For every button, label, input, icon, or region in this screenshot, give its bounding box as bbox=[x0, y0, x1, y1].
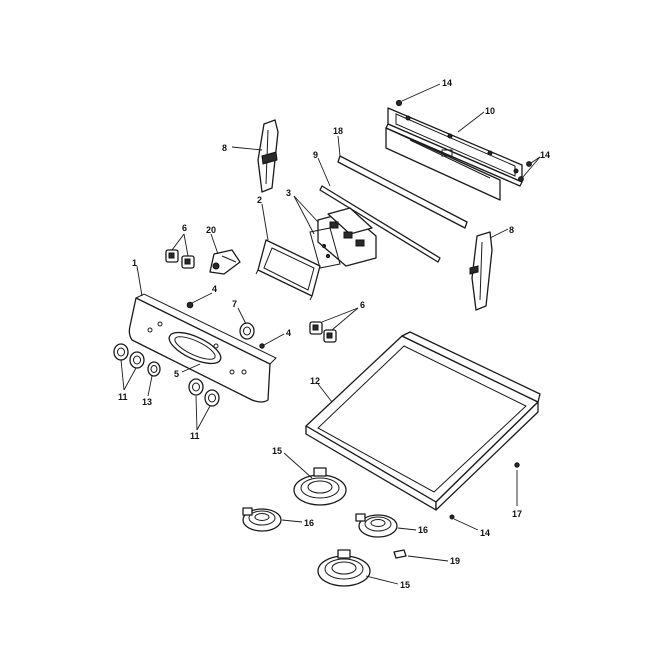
leader-14a bbox=[401, 83, 441, 102]
part-drip-bowl-small-left bbox=[242, 507, 282, 532]
callout-16a: 16 bbox=[304, 518, 314, 528]
callout-6b: 6 bbox=[360, 300, 365, 310]
callout-14b: 14 bbox=[540, 150, 550, 160]
callout-5: 5 bbox=[174, 369, 179, 379]
leader-18 bbox=[337, 135, 341, 157]
leader-11b-1 bbox=[195, 395, 198, 431]
callout-16b: 16 bbox=[418, 525, 428, 535]
part-knob-clips-right bbox=[309, 321, 337, 343]
leader-6a-2 bbox=[183, 233, 189, 257]
leader-9 bbox=[317, 157, 331, 187]
part-switch-bracket bbox=[209, 249, 241, 275]
part-knob-right-2 bbox=[204, 389, 220, 407]
callout-18: 18 bbox=[333, 126, 343, 136]
part-control-module bbox=[309, 207, 377, 269]
leader-14c bbox=[453, 518, 479, 531]
callout-1: 1 bbox=[132, 258, 137, 268]
callout-13: 13 bbox=[142, 397, 152, 407]
part-screw-small-lower bbox=[259, 343, 265, 349]
callout-15a: 15 bbox=[272, 446, 282, 456]
callout-11b: 11 bbox=[190, 431, 200, 441]
callout-12: 12 bbox=[310, 376, 320, 386]
part-cooktop bbox=[305, 331, 541, 511]
callout-4a: 4 bbox=[212, 284, 217, 294]
part-screw-bottom bbox=[449, 514, 455, 520]
part-knob-clips-left bbox=[165, 249, 195, 269]
leader-11a-2 bbox=[123, 367, 137, 391]
leader-15b bbox=[365, 575, 399, 585]
part-trim-strip-upper bbox=[337, 155, 468, 229]
leader-13 bbox=[147, 375, 153, 397]
callout-11a: 11 bbox=[118, 392, 128, 402]
callout-labels: 1 2 3 4 4 5 6 6 7 8 8 9 10 11 11 12 13 1… bbox=[118, 78, 550, 590]
part-screw-small-upper bbox=[186, 301, 194, 309]
leader-16b bbox=[397, 527, 417, 531]
callout-10: 10 bbox=[485, 106, 495, 116]
callout-14c: 14 bbox=[480, 528, 490, 538]
leader-4a bbox=[191, 292, 213, 304]
leader-16a bbox=[281, 519, 303, 523]
leader-14b-1 bbox=[530, 156, 541, 164]
leader-3a bbox=[293, 195, 319, 223]
leader-4b bbox=[263, 333, 285, 346]
leader-19 bbox=[407, 555, 449, 562]
leader-1 bbox=[136, 265, 143, 297]
leader-6a-1 bbox=[171, 233, 185, 251]
callout-6a: 6 bbox=[182, 223, 187, 233]
leader-8b bbox=[489, 228, 509, 239]
callout-8b: 8 bbox=[509, 225, 514, 235]
part-drip-bowl-large-lower bbox=[317, 549, 371, 587]
part-screw-right-lower bbox=[518, 176, 524, 182]
part-backguard-panel bbox=[385, 107, 523, 201]
leader-11b-2 bbox=[196, 405, 211, 431]
part-knob-left-1 bbox=[113, 343, 129, 361]
part-side-bracket-left bbox=[257, 119, 279, 193]
part-screw-17 bbox=[514, 462, 520, 468]
leader-12 bbox=[317, 383, 333, 403]
callout-17: 17 bbox=[512, 509, 522, 519]
callout-15b: 15 bbox=[400, 580, 410, 590]
leader-20 bbox=[210, 233, 219, 255]
callout-7: 7 bbox=[232, 299, 237, 309]
leader-6b-1 bbox=[321, 307, 359, 323]
leader-14b-2 bbox=[522, 156, 541, 178]
leader-6b-2 bbox=[331, 307, 359, 331]
part-knob-left-2 bbox=[129, 351, 145, 369]
leader-5 bbox=[181, 363, 201, 373]
leader-2 bbox=[261, 203, 269, 241]
callout-4b: 4 bbox=[286, 328, 291, 338]
part-screw-top bbox=[395, 99, 403, 107]
part-knob-13 bbox=[147, 361, 161, 377]
leader-lines bbox=[120, 83, 541, 585]
leader-7 bbox=[237, 307, 247, 325]
part-display-window bbox=[255, 239, 321, 301]
leader-15a bbox=[283, 452, 313, 479]
callout-3: 3 bbox=[286, 188, 291, 198]
callout-20: 20 bbox=[206, 225, 216, 235]
part-screw-right-upper bbox=[526, 161, 532, 167]
leader-3b bbox=[293, 195, 315, 235]
callout-8a: 8 bbox=[222, 143, 227, 153]
part-drip-bowl-large-upper bbox=[293, 467, 347, 506]
callout-14a: 14 bbox=[442, 78, 452, 88]
part-drip-bowl-small-right bbox=[355, 513, 398, 538]
part-side-bracket-right bbox=[469, 231, 493, 311]
part-control-panel bbox=[128, 293, 277, 403]
leader-10 bbox=[457, 111, 485, 133]
part-clip-19 bbox=[393, 549, 407, 559]
callout-9: 9 bbox=[313, 150, 318, 160]
part-knob-small bbox=[239, 322, 255, 340]
leader-11a-1 bbox=[120, 359, 125, 391]
part-knob-right-1 bbox=[188, 378, 204, 396]
callout-2: 2 bbox=[257, 195, 262, 205]
callout-19: 19 bbox=[450, 556, 460, 566]
leader-8a bbox=[231, 146, 263, 151]
part-trim-rod-lower bbox=[319, 185, 441, 263]
